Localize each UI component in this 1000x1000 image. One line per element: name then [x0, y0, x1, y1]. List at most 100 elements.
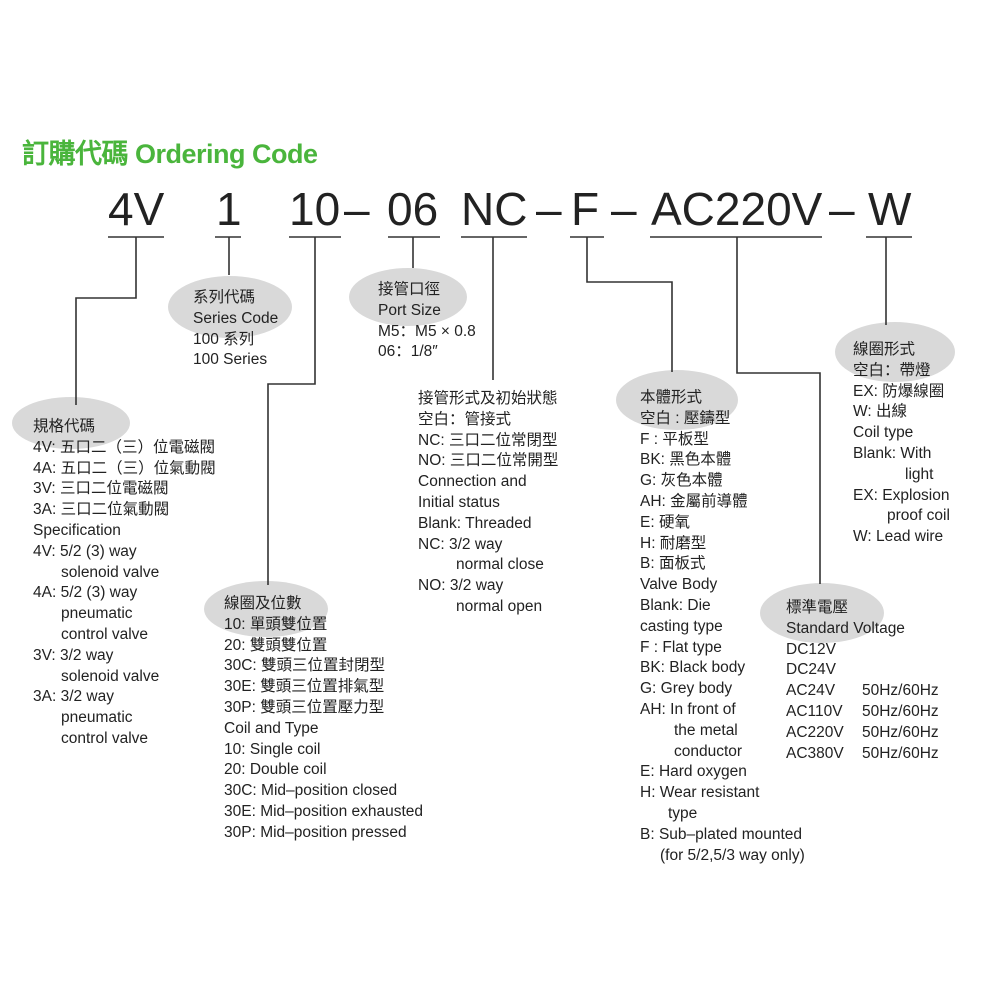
- code-part-series-type: 4V: [108, 183, 165, 235]
- connection-line: normal close: [456, 556, 544, 574]
- coil-line: 10: Single coil: [224, 740, 321, 758]
- voltage-frequency: 50Hz/60Hz: [862, 744, 939, 762]
- body-line: B: 面板式: [640, 555, 706, 573]
- coiltype-block: 線圈形式 空白：帶燈 EX: 防爆線圈 W: 出線 Coil type Blan…: [853, 340, 950, 548]
- body-block: 本體形式 空白 : 壓鑄型 F : 平板型 BK: 黑色本體 G: 灰色本體 A…: [640, 388, 805, 866]
- body-line: E: Hard oxygen: [640, 763, 747, 781]
- voltage-value: AC380V: [786, 744, 844, 762]
- specification-line: pneumatic: [61, 709, 133, 727]
- body-line: BK: 黑色本體: [640, 451, 732, 469]
- body-line: type: [668, 804, 698, 822]
- code-dash: –: [536, 183, 562, 235]
- specification-line: control valve: [61, 729, 149, 747]
- voltage-value: AC110V: [786, 702, 843, 720]
- connection-block: 接管形式及初始狀態 空白：管接式 NC: 三口二位常閉型 NO: 三口二位常開型…: [418, 389, 558, 618]
- specification-line: 3A: 三口二位氣動閥: [33, 501, 170, 519]
- specification-line: 4A: 5/2 (3) way: [33, 584, 138, 602]
- leader-body: [586, 237, 673, 372]
- connection-line: normal open: [456, 597, 543, 615]
- code-part-voltage: AC220V: [651, 183, 823, 235]
- coiltype-line: EX: 防爆線圈: [853, 382, 945, 400]
- specification-line: 4V: 5/2 (3) way: [33, 542, 137, 560]
- specification-line: 4A: 五口二（三）位氣動閥: [33, 459, 216, 477]
- coil-heading: 線圈及位數: [224, 595, 302, 612]
- voltage-value: AC24V: [786, 682, 836, 700]
- leader-specification: [75, 237, 137, 405]
- body-heading: 本體形式: [640, 389, 703, 406]
- body-line: AH: 金屬前導體: [640, 492, 748, 510]
- body-line: casting type: [640, 617, 723, 635]
- body-line: F : Flat type: [640, 638, 722, 656]
- body-line: 空白 : 壓鑄型: [640, 409, 731, 427]
- body-line: conductor: [674, 742, 743, 760]
- voltage-value: AC220V: [786, 723, 844, 741]
- series-line: Series Code: [193, 309, 279, 327]
- connection-line: Connection and: [418, 473, 527, 491]
- body-line: Blank: Die: [640, 596, 711, 614]
- specification-heading: 規格代碼: [33, 418, 96, 435]
- coil-line: 20: Double coil: [224, 761, 327, 779]
- body-line: G: 灰色本體: [640, 472, 723, 490]
- body-line: F : 平板型: [640, 430, 709, 448]
- body-line: (for 5/2,5/3 way only): [660, 846, 805, 864]
- connection-line: Blank: Threaded: [418, 514, 532, 532]
- connection-line: 空白：管接式: [418, 410, 512, 428]
- voltage-frequency: 50Hz/60Hz: [862, 702, 939, 720]
- coiltype-line: W: Lead wire: [853, 528, 944, 546]
- specification-line: 3A: 3/2 way: [33, 688, 114, 706]
- body-line: E: 硬氧: [640, 513, 690, 531]
- specification-line: solenoid valve: [61, 667, 160, 685]
- coil-block: 線圈及位數 10: 單頭雙位置 20: 雙頭雙位置 30C: 雙頭三位置封閉型 …: [224, 594, 423, 844]
- voltage-value: DC12V: [786, 640, 836, 658]
- specification-line: pneumatic: [61, 605, 133, 623]
- coiltype-line: Coil type: [853, 424, 914, 442]
- coil-bubble: [204, 581, 328, 637]
- voltage-frequency: 50Hz/60Hz: [862, 682, 939, 700]
- series-line: 100 Series: [193, 351, 268, 369]
- connection-line: NC: 三口二位常閉型: [418, 431, 558, 449]
- body-bubble: [616, 370, 738, 430]
- series-heading: 系列代碼: [193, 289, 256, 306]
- series-line: 100 系列: [193, 330, 255, 348]
- coiltype-line: Blank: With: [853, 444, 932, 462]
- voltage-row: AC220V 50Hz/60Hz: [786, 723, 939, 744]
- coil-line: 10: 單頭雙位置: [224, 615, 328, 633]
- specification-line: Specification: [33, 521, 121, 539]
- voltage-heading: 標準電壓: [786, 599, 849, 616]
- code-part-coil-type: W: [868, 183, 912, 235]
- coil-line: 30E: Mid–position exhausted: [224, 802, 424, 820]
- port-block: 接管口徑 Port Size M5：M5 × 0.8 06：1/8″: [378, 280, 476, 363]
- series-bubble: [168, 276, 292, 338]
- port-heading: 接管口徑: [378, 281, 441, 298]
- voltage-subheading: Standard Voltage: [786, 619, 905, 637]
- body-line: H: Wear resistant: [640, 784, 760, 802]
- coiltype-line: 空白：帶燈: [853, 361, 931, 379]
- voltage-bubble: [760, 583, 884, 643]
- body-line: G: Grey body: [640, 680, 733, 698]
- voltage-row: DC12V: [786, 640, 939, 661]
- code-part-port: 06: [387, 183, 439, 235]
- connection-line: NO: 3/2 way: [418, 577, 504, 595]
- coil-line: 30P: Mid–position pressed: [224, 823, 407, 841]
- specification-line: control valve: [61, 625, 149, 643]
- port-line: Port Size: [378, 301, 441, 319]
- coiltype-bubble: [835, 322, 955, 382]
- coiltype-line: EX: Explosion: [853, 486, 950, 504]
- voltage-row: AC380V 50Hz/60Hz: [786, 744, 939, 765]
- coil-line: 20: 雙頭雙位置: [224, 636, 328, 654]
- voltage-frequency: 50Hz/60Hz: [862, 723, 939, 741]
- body-line: H: 耐磨型: [640, 534, 707, 552]
- connection-line: NO: 三口二位常開型: [418, 452, 559, 470]
- connection-line: Initial status: [418, 493, 500, 511]
- leader-voltage: [736, 237, 821, 584]
- coil-line: 30C: 雙頭三位置封閉型: [224, 657, 386, 675]
- body-line: B: Sub–plated mounted: [640, 825, 803, 843]
- voltage-block: 標準電壓 Standard Voltage DC12V DC24V AC24V 5…: [786, 598, 939, 764]
- leader-coil: [267, 237, 316, 585]
- code-part-connection: NC: [461, 183, 528, 235]
- connection-line: NC: 3/2 way: [418, 535, 503, 553]
- coiltype-line: W: 出線: [853, 403, 907, 421]
- voltage-value: DC24V: [786, 661, 836, 679]
- port-line: M5：M5 × 0.8: [378, 322, 476, 340]
